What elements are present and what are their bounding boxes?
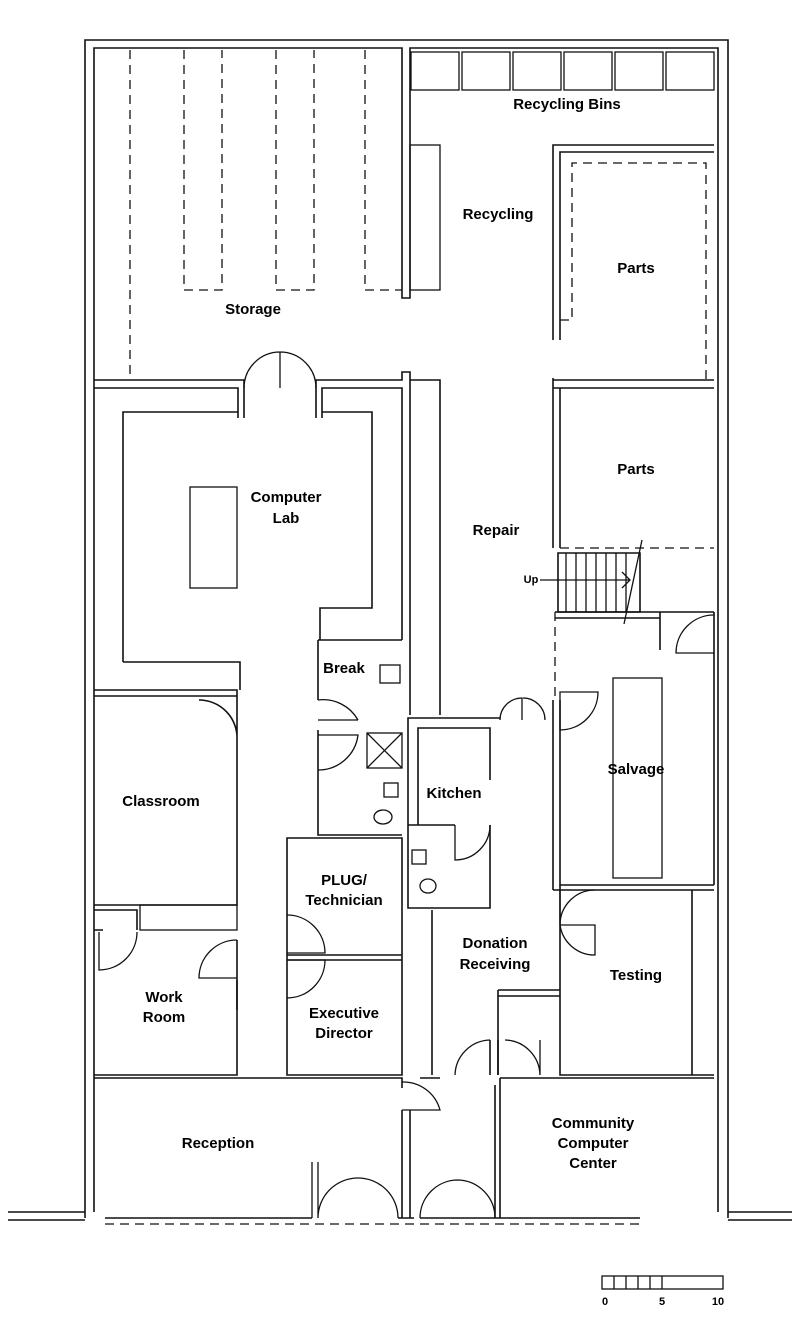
left-rooms [94, 699, 238, 1076]
label-parts-lower: Parts [617, 461, 655, 478]
scale-bar: 0 5 10 [601, 1275, 724, 1308]
kitchen-bath [407, 717, 500, 909]
scale-label-0: 0 [602, 1296, 608, 1308]
label-recycling: Recycling [463, 206, 534, 223]
label-computer-lab-1: Computer [251, 489, 322, 506]
salvage-room [499, 677, 714, 891]
scale-label-5: 5 [659, 1296, 665, 1308]
label-recycling-bins: Recycling Bins [513, 96, 621, 113]
label-plug-2: Technician [305, 892, 382, 909]
label-donation-2: Receiving [460, 956, 531, 973]
recycling-bins [410, 51, 715, 91]
label-exec-1: Executive [309, 1005, 379, 1022]
label-ccc-3: Center [569, 1155, 617, 1172]
label-work-room-1: Work [145, 989, 183, 1006]
bottom-rooms [94, 1077, 714, 1219]
donation-area [431, 910, 541, 1076]
label-reception: Reception [182, 1135, 255, 1152]
break-room [317, 639, 403, 836]
testing-room [497, 885, 714, 1076]
computer-lab [94, 411, 373, 700]
label-plug-1: PLUG/ [321, 872, 368, 889]
label-salvage: Salvage [608, 761, 665, 778]
label-testing: Testing [610, 967, 662, 984]
room-labels: Recycling Bins Recycling Parts Storage C… [122, 96, 664, 1172]
label-computer-lab-2: Lab [273, 510, 300, 527]
label-classroom: Classroom [122, 793, 200, 810]
exterior-walls [8, 39, 792, 1225]
mid-walls [94, 351, 714, 715]
label-kitchen: Kitchen [426, 785, 481, 802]
scale-label-10: 10 [712, 1296, 724, 1308]
label-work-room-2: Room [143, 1009, 186, 1026]
label-ccc-2: Computer [558, 1135, 629, 1152]
label-parts-upper: Parts [617, 260, 655, 277]
parts-upper-walls [552, 144, 714, 380]
parts-lower-stairs [540, 539, 715, 885]
recycling-counter [409, 144, 441, 291]
storage-racks [129, 50, 402, 380]
label-donation-1: Donation [463, 935, 528, 952]
label-exec-2: Director [315, 1025, 373, 1042]
label-ccc-1: Community [552, 1115, 635, 1132]
label-repair: Repair [473, 522, 520, 539]
label-break: Break [323, 660, 365, 677]
office-rooms [286, 837, 403, 1076]
label-storage: Storage [225, 301, 281, 318]
label-up: Up [524, 574, 539, 586]
